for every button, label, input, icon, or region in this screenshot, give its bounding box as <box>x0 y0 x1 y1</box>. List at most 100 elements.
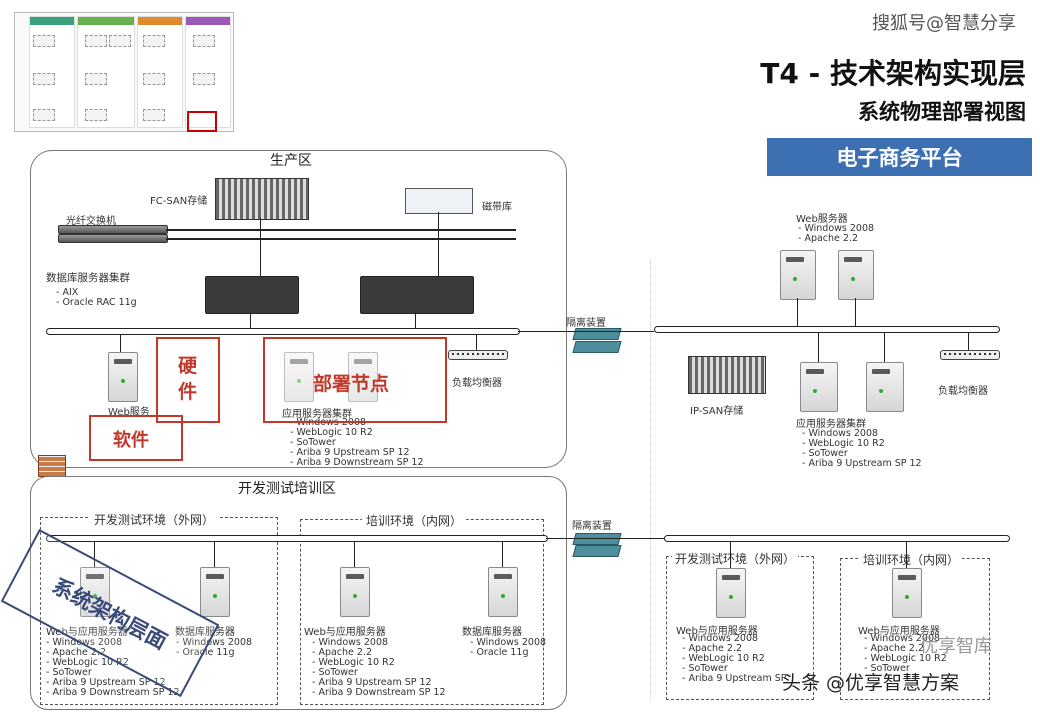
load-balancer-label-right: 负载均衡器 <box>938 386 988 397</box>
train-int-env-title: 培训环境（内网） <box>362 512 467 529</box>
list-item: - Ariba 9 Downstream SP 12 <box>46 687 180 698</box>
list-item: - SoTower <box>682 663 728 674</box>
link-line <box>250 312 251 330</box>
list-item: - Ariba 9 Upstream SP 12 <box>46 677 166 688</box>
db-server-icon <box>360 276 474 314</box>
list-item: - WebLogic 10 R2 <box>864 653 947 664</box>
train-int-env-title-right: 培训环境（内网） <box>860 551 963 568</box>
list-item: - Ariba 9 Upstream SP 12 <box>290 447 410 458</box>
dev-ext-env-title: 开发测试环境（外网） <box>90 511 219 528</box>
list-item: - SoTower <box>864 663 910 674</box>
list-item: - Oracle RAC 11g <box>56 297 137 308</box>
list-item: - Apache 2.2 <box>312 647 373 658</box>
dev-ext-env-title-right: 开发测试环境（外网） <box>672 550 799 567</box>
link-line <box>730 541 731 568</box>
link-line <box>120 334 121 352</box>
san-line <box>166 229 516 231</box>
thumb-block <box>85 35 107 47</box>
watermark-bottom: 头条 @优享智慧方案 <box>782 672 960 694</box>
dev2-webapp-list: - Windows 2008 - Apache 2.2 - WebLogic 1… <box>682 634 786 684</box>
deploy-node-annotation-text: 部署节点 <box>313 373 390 395</box>
db-server-icon <box>488 567 518 617</box>
hardware-annotation: 硬件 <box>156 337 220 423</box>
list-item: - Windows 2008 <box>802 428 879 439</box>
list-item: - Ariba 9 Downstream SP 12 <box>312 687 446 698</box>
link-line <box>797 298 798 326</box>
web-app-server-icon <box>716 568 746 618</box>
tape-library-icon <box>405 188 473 214</box>
thumb-highlight <box>187 111 217 132</box>
thumb-block <box>85 73 107 85</box>
thumb-column-4 <box>185 16 231 128</box>
db-server-icon <box>205 276 299 314</box>
link-line <box>415 312 416 330</box>
list-item: - Windows 2008 <box>864 633 941 644</box>
separator-dotted <box>650 260 652 700</box>
production-zone <box>30 150 567 468</box>
list-item: - Windows 2008 <box>470 637 547 648</box>
link-line <box>260 218 261 278</box>
fiber-switch-label: 光纤交换机 <box>66 216 116 227</box>
thumb-block <box>143 35 165 47</box>
devtest-network-bus <box>46 535 548 542</box>
train2-webapp-label: Web与应用服务器 <box>858 626 940 637</box>
load-balancer-icon <box>448 350 508 360</box>
software-annotation-text: 软件 <box>113 430 149 451</box>
page-subtitle: 系统物理部署视图 <box>858 100 1026 124</box>
thumb-block <box>193 35 215 47</box>
list-item: - Apache 2.2 <box>798 233 859 244</box>
list-item: - Windows 2008 <box>798 223 875 234</box>
thumb-block <box>33 35 55 47</box>
list-item: - Ariba 9 Upstream SP <box>682 673 787 684</box>
software-annotation: 软件 <box>89 415 183 461</box>
list-item: - SoTower <box>46 667 92 678</box>
isolation-device-label-bottom: 隔离装置 <box>572 521 612 532</box>
link-line <box>818 332 819 362</box>
list-item: - WebLogic 10 R2 <box>290 427 373 438</box>
hardware-annotation-text: 硬件 <box>178 355 198 403</box>
list-item: - Apache 2.2 <box>682 643 743 654</box>
fc-san-label: FC-SAN存储 <box>150 196 208 207</box>
link-line <box>354 541 355 567</box>
ip-san-storage-icon <box>688 356 766 394</box>
load-balancer-label-left: 负载均衡器 <box>452 378 502 389</box>
list-item: - SoTower <box>290 437 336 448</box>
fiber-switch-icon <box>58 234 168 243</box>
thumb-block <box>143 73 165 85</box>
app-cluster-label-left: 应用服务器集群 <box>282 409 352 420</box>
deploy-node-annotation: 部署节点 <box>263 337 447 423</box>
link-line <box>502 541 503 567</box>
link-line <box>94 541 95 567</box>
list-item: - Windows 2008 <box>312 637 389 648</box>
train1-db-label: 数据库服务器 <box>462 627 522 638</box>
thumb-block <box>33 109 55 121</box>
db-server-icon <box>200 567 230 617</box>
list-item: - Windows 2008 <box>682 633 759 644</box>
train1-webapp-list: - Windows 2008 - Apache 2.2 - WebLogic 1… <box>312 638 446 698</box>
list-item: - WebLogic 10 R2 <box>802 438 885 449</box>
web-servers-right-list: - Windows 2008 - Apache 2.2 <box>798 224 874 244</box>
link-line <box>968 332 969 350</box>
devtest-zone-title: 开发测试培训区 <box>238 481 336 497</box>
dev1-webapp-label: Web与应用服务器 <box>46 627 128 638</box>
page-title: T4 - 技术架构实现层 <box>760 57 1026 90</box>
isolation-device-icon <box>572 533 622 545</box>
list-item: - WebLogic 10 R2 <box>682 653 765 664</box>
thumb-block <box>143 109 165 121</box>
thumb-block <box>85 109 107 121</box>
link-line <box>884 332 885 362</box>
app-cluster-right-list: - Windows 2008 - WebLogic 10 R2 - SoTowe… <box>802 429 922 469</box>
load-balancer-icon <box>940 350 1000 360</box>
app-server-icon <box>866 362 904 412</box>
dev1-db-label: 数据库服务器 <box>175 627 235 638</box>
list-item: - Apache 2.2 <box>46 647 107 658</box>
thumb-block <box>193 73 215 85</box>
link-line <box>438 212 439 278</box>
web-server-icon <box>780 250 816 300</box>
web-server-icon <box>108 352 138 402</box>
app-cluster-list-left: - Windows 2008 - WebLogic 10 R2 - SoTowe… <box>290 418 424 468</box>
list-item: - Oracle 11g <box>470 647 529 658</box>
list-item: - WebLogic 10 R2 <box>312 657 395 668</box>
isolation-device-icon <box>572 545 622 557</box>
dev1-webapp-list: - Windows 2008 - Apache 2.2 - WebLogic 1… <box>46 638 180 698</box>
